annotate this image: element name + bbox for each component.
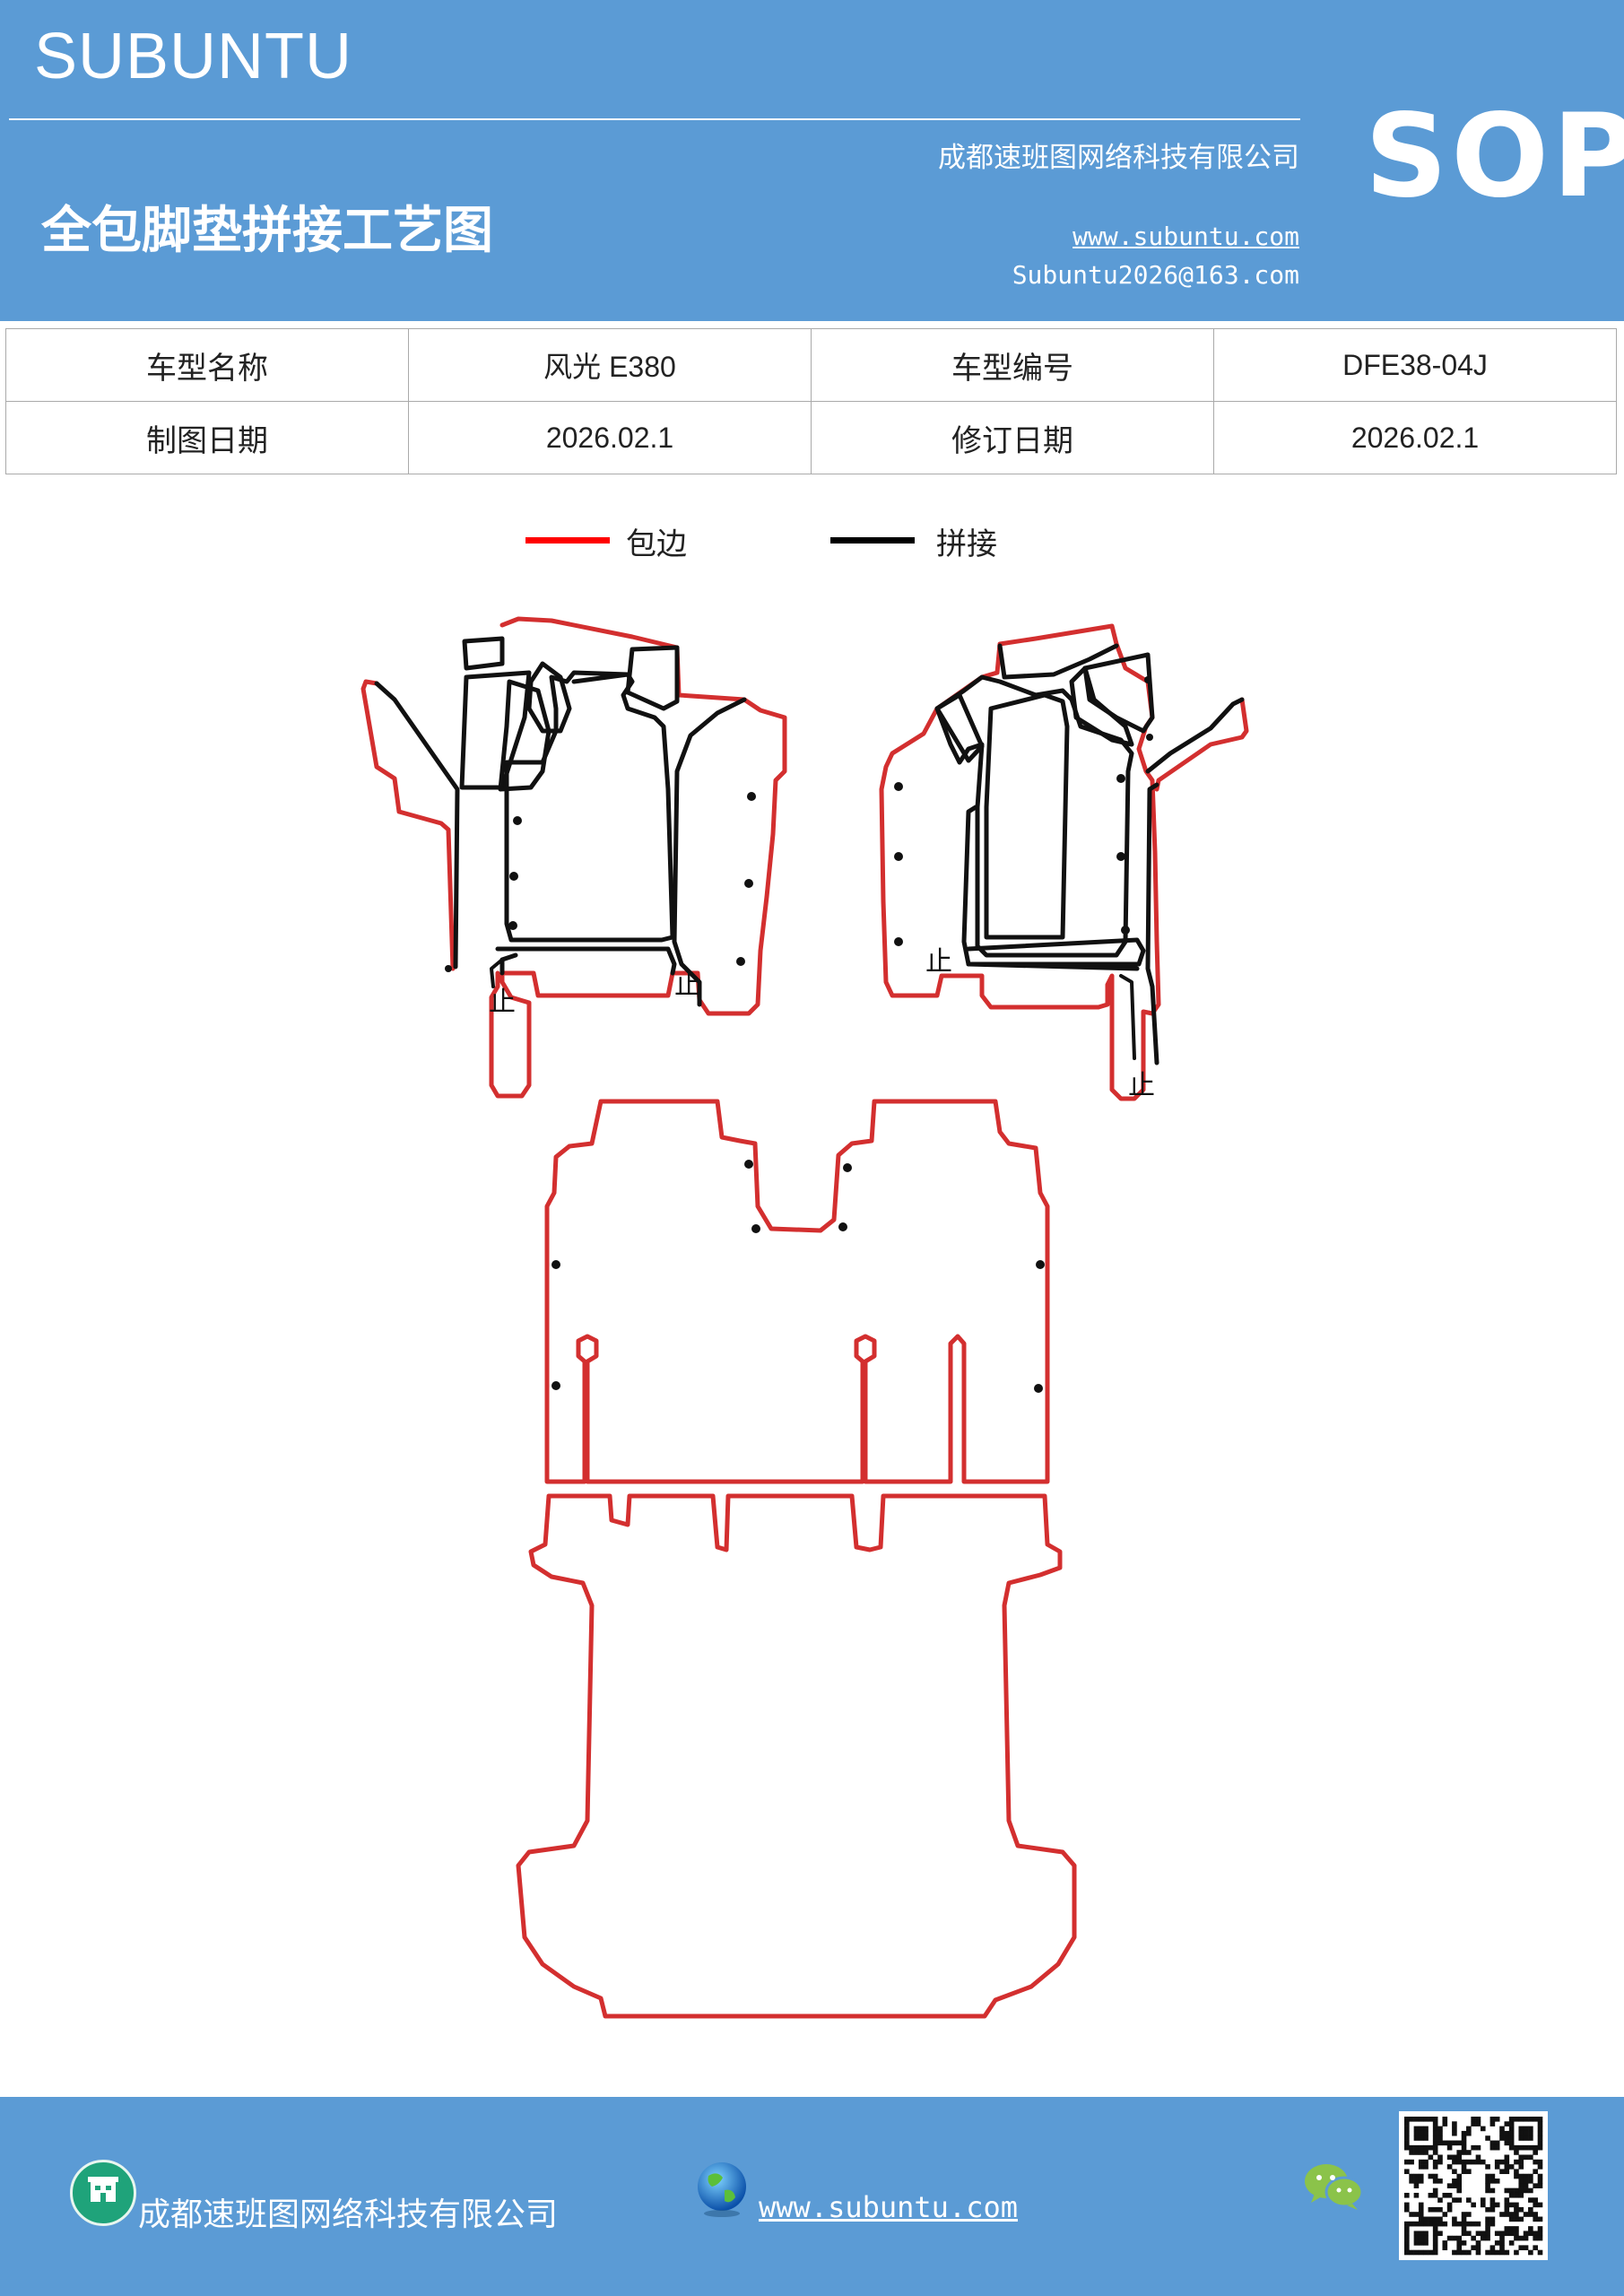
right-front-mat-seam — [984, 692, 1070, 940]
right-front-mat-seam — [1069, 665, 1134, 747]
table-cell: 修订日期 — [811, 401, 1214, 474]
legend-swatch-seam — [830, 537, 915, 544]
left-front-mat-seam — [672, 697, 747, 1007]
right-front-mat-seam — [934, 692, 985, 763]
header-divider — [9, 118, 1300, 120]
table-cell: 车型名称 — [5, 328, 409, 402]
legend-swatch-edge — [525, 537, 610, 544]
legend-label-edge: 包边 — [626, 526, 687, 562]
legend-label-seam: 拼接 — [936, 526, 997, 562]
globe-icon — [692, 2160, 751, 2219]
rear-mat — [516, 1493, 1077, 2019]
left-front-mat-edge — [360, 679, 456, 971]
right-front-mat-seam — [1145, 782, 1159, 1065]
left-front-mat-seam — [625, 645, 680, 711]
right-front-mat-seam — [1119, 974, 1136, 1060]
stop-mark: 止 — [925, 946, 952, 978]
left-front-mat-seam — [490, 958, 504, 988]
floor-mat-diagram: 止 止 止 止 — [360, 616, 1249, 2019]
website-link[interactable]: www.subuntu.com — [1073, 222, 1299, 251]
table-cell: 2026.02.1 — [408, 401, 812, 474]
table-cell: DFE38-04J — [1213, 328, 1617, 402]
middle-row-mat — [544, 1099, 1050, 1484]
right-front-mat-seam — [934, 674, 1134, 958]
brand-name: SUBUNTU — [34, 21, 353, 92]
right-front-mat-seam — [966, 937, 1146, 967]
right-front-mat-edge — [1154, 697, 1249, 792]
left-front-mat-seam — [498, 679, 551, 792]
stop-mark: 止 — [1128, 1070, 1155, 1101]
stop-mark: 止 — [674, 970, 701, 1001]
left-front-mat-seam — [526, 661, 572, 734]
left-front-mat-edge — [489, 616, 787, 1099]
left-front-mat-seam — [571, 672, 630, 684]
middle-row-mat-fixing-dots — [551, 1160, 1045, 1393]
table-cell: 2026.02.1 — [1213, 401, 1617, 474]
table-cell: 制图日期 — [5, 401, 409, 474]
footer-banner: 成都速班图网络科技有限公司 www.subuntu.com — [0, 2097, 1624, 2296]
right-front-mat: 止 止 — [879, 623, 1249, 1101]
middle-row-mat-edge — [544, 1099, 1050, 1484]
rear-mat-edge — [516, 1493, 1077, 2019]
building-icon — [70, 2160, 136, 2226]
email-address: Subuntu2026@163.com — [1012, 260, 1299, 290]
right-front-mat-seam — [1082, 652, 1155, 734]
right-front-mat-edge — [879, 623, 1161, 1101]
table-cell: 车型编号 — [811, 328, 1214, 402]
table-cell: 风光 E380 — [408, 328, 812, 402]
footer-company-name: 成都速班图网络科技有限公司 — [138, 2196, 559, 2233]
table-row: 车型名称 风光 E380 车型编号 DFE38-04J — [5, 328, 1617, 402]
header-banner: SUBUNTU 成都速班图网络科技有限公司 全包脚垫拼接工艺图 www.subu… — [0, 0, 1624, 321]
legend: 包边 拼接 — [0, 525, 1624, 578]
qr-code — [1399, 2111, 1548, 2260]
sop-badge: SOP — [1365, 90, 1624, 223]
wechat-icon — [1302, 2160, 1365, 2213]
left-front-mat-seam — [495, 946, 677, 976]
left-front-mat-seam — [374, 681, 460, 970]
right-front-mat-seam — [997, 643, 1119, 680]
left-front-mat-seam — [459, 670, 532, 790]
right-front-mat-fixing-dots — [894, 676, 1153, 946]
table-row: 制图日期 2026.02.1 修订日期 2026.02.1 — [5, 401, 1617, 474]
page-title: 全包脚垫拼接工艺图 — [41, 202, 493, 260]
vehicle-info-table: 车型名称 风光 E380 车型编号 DFE38-04J 制图日期 2026.02… — [5, 328, 1617, 474]
left-front-mat-fixing-dots — [445, 792, 756, 972]
left-front-mat-seam — [462, 636, 505, 671]
stop-mark: 止 — [489, 987, 516, 1018]
footer-website-link[interactable]: www.subuntu.com — [759, 2190, 1018, 2224]
right-front-mat-seam — [1145, 697, 1245, 774]
company-name: 成都速班图网络科技有限公司 — [938, 142, 1299, 174]
left-front-mat: 止 止 — [360, 616, 787, 1099]
